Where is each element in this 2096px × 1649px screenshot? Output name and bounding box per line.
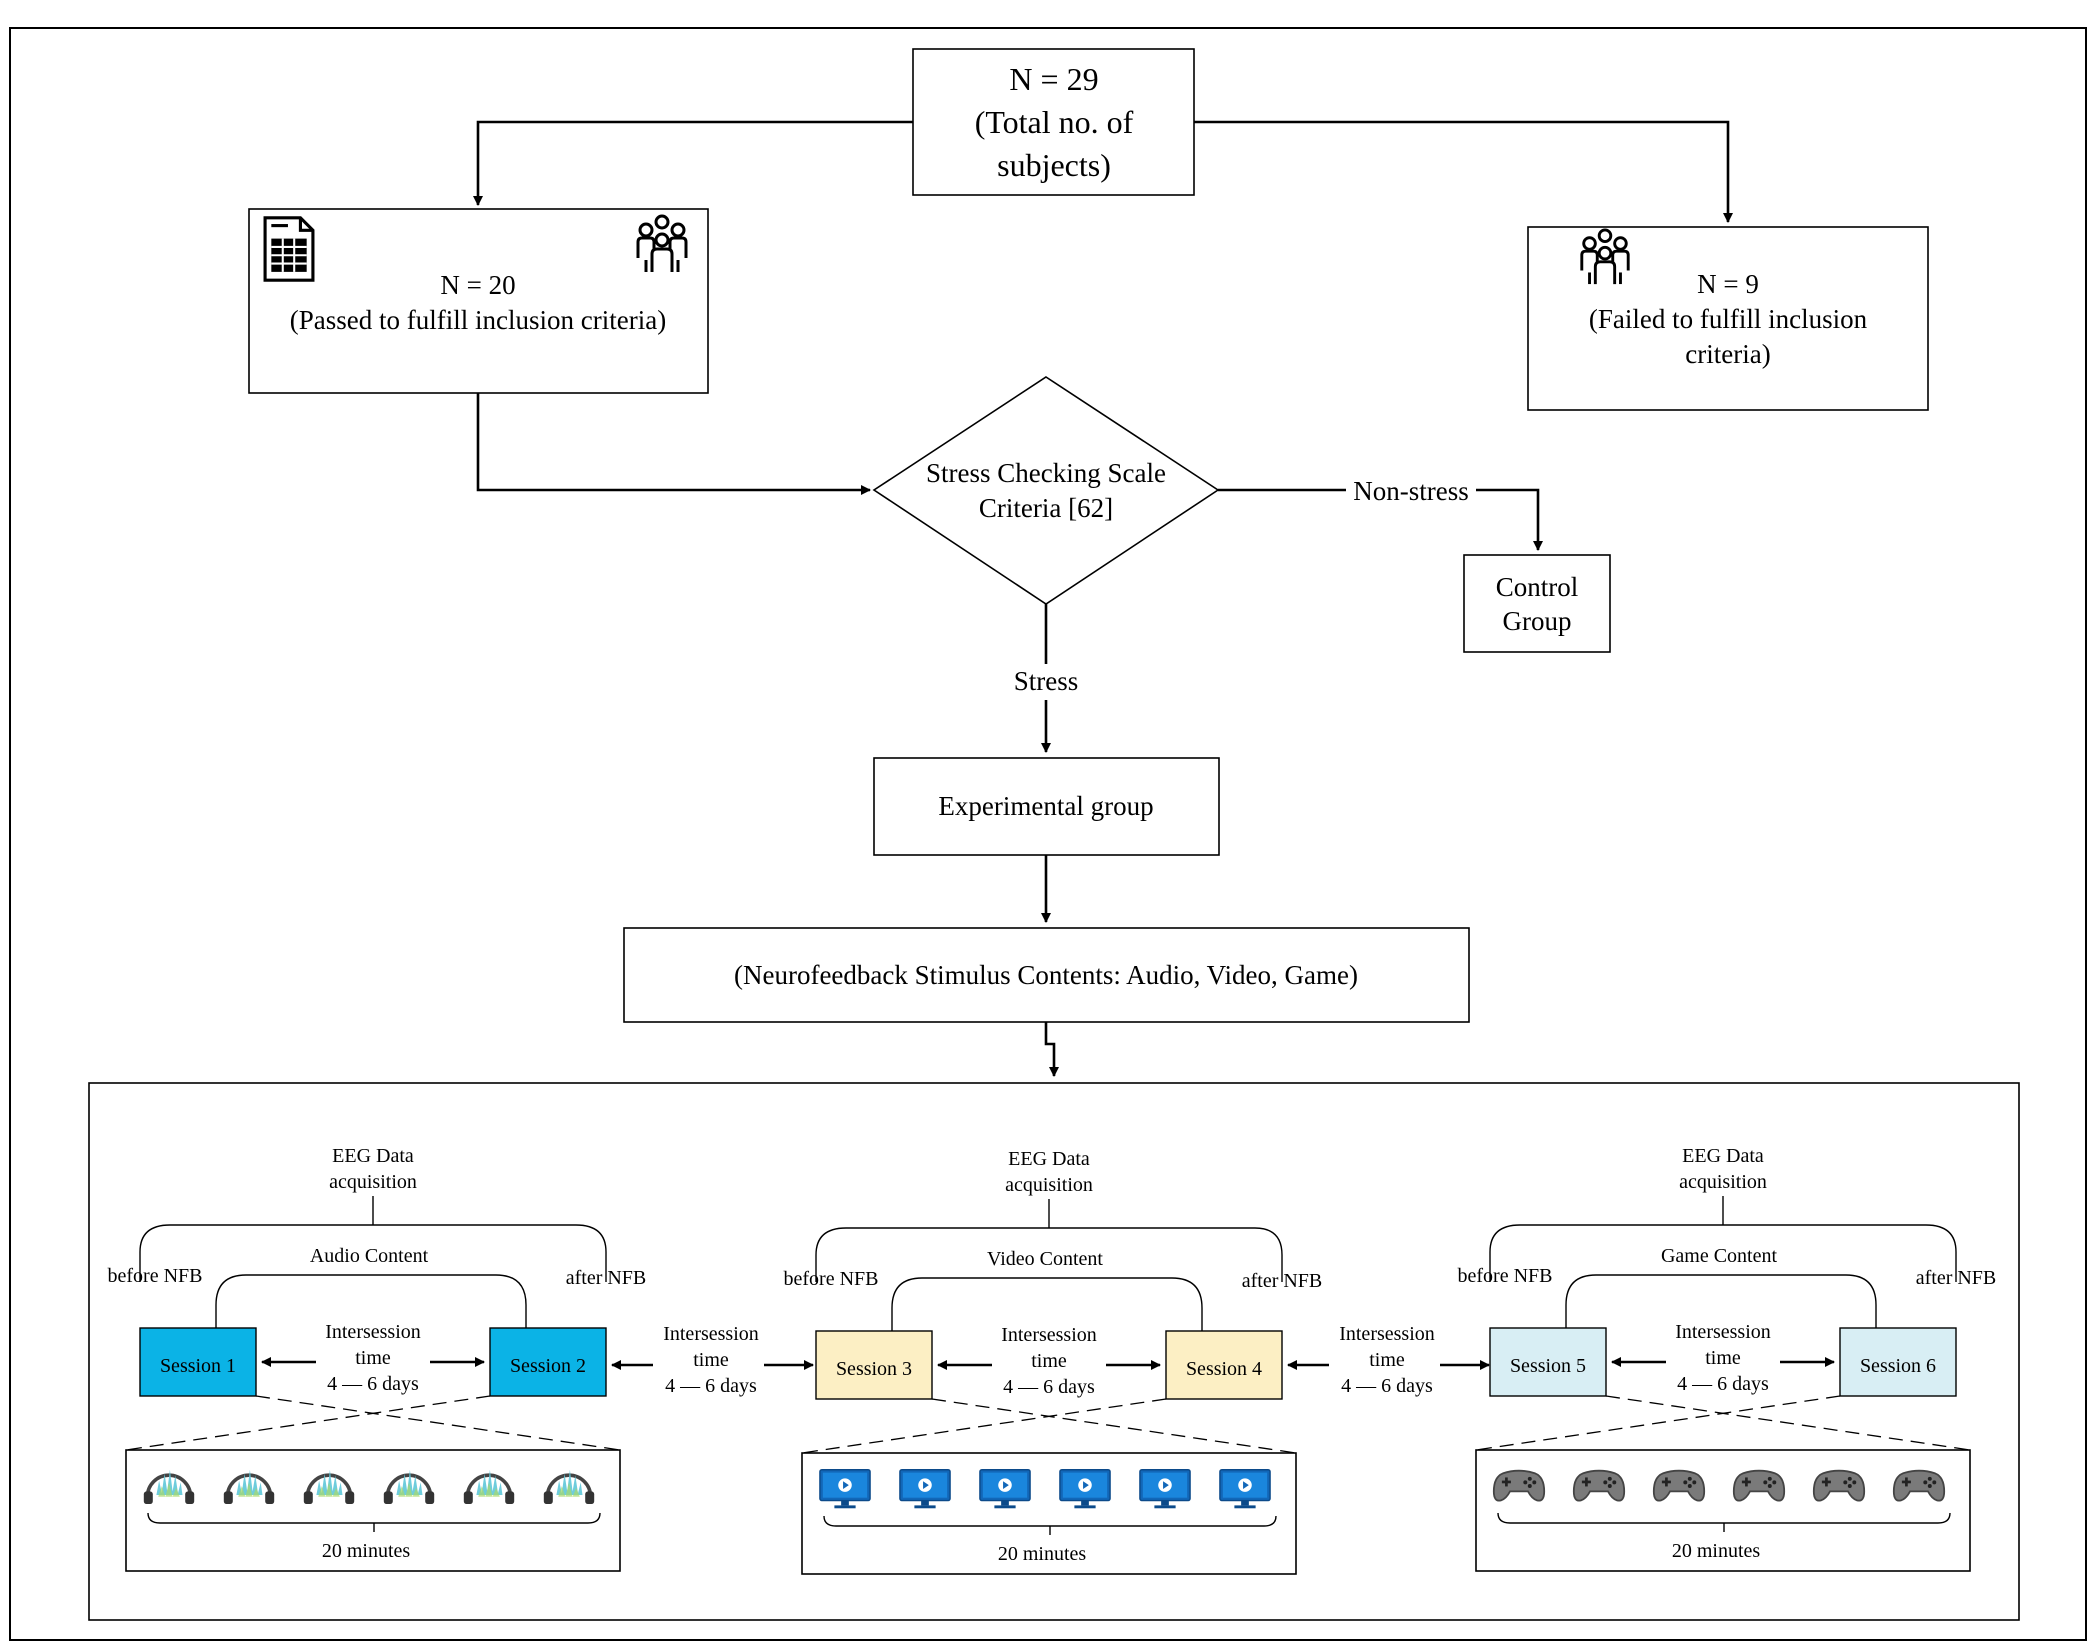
session-label-b: Session 2	[510, 1355, 586, 1377]
zoom-dash-left	[801, 1398, 1167, 1454]
stimulus-contents-box	[623, 927, 1470, 1023]
total-label-1: (Total no. of	[975, 104, 1134, 140]
session-box-a	[139, 1327, 257, 1397]
session-label-a: Session 5	[1510, 1355, 1586, 1377]
failed-n: N = 9	[1697, 269, 1759, 299]
duration-label: 20 minutes	[1672, 1540, 1761, 1562]
session-label-b: Session 6	[1860, 1355, 1936, 1377]
intersession-label-2: time	[693, 1349, 729, 1371]
content-bracket	[215, 1274, 527, 1328]
intersession-label-2: time	[1705, 1347, 1741, 1369]
stimulus-zoom-panel	[1475, 1449, 1971, 1572]
arrow-to-passed	[473, 120, 913, 206]
intersession-label-3: 4 — 6 days	[665, 1375, 757, 1397]
zoom-dash-right	[931, 1398, 1297, 1454]
zoom-dash-right	[1605, 1395, 1971, 1451]
eeg-label-2: acquisition	[1679, 1171, 1767, 1193]
zoom-dash-left	[1475, 1395, 1841, 1451]
control-label-1: Control	[1496, 572, 1579, 602]
decision-label-1: Stress Checking Scale	[926, 458, 1166, 488]
content-bracket	[891, 1277, 1203, 1331]
intersession-label-3: 4 — 6 days	[1003, 1376, 1095, 1398]
experimental-label: Experimental group	[938, 791, 1153, 821]
zoom-dash-right	[255, 1395, 621, 1451]
passed-label: (Passed to fulfill inclusion criteria)	[290, 305, 666, 335]
eeg-label-1: EEG Data	[1682, 1145, 1764, 1167]
passed-n: N = 20	[440, 270, 515, 300]
content-label: Video Content	[987, 1248, 1103, 1270]
intersession-label-1: Intersession	[1339, 1323, 1435, 1345]
intersession-label-1: Intersession	[663, 1323, 759, 1345]
eeg-bracket	[815, 1227, 1283, 1282]
arrow-to-sessions	[1044, 1022, 1059, 1077]
after-nfb-label: after NFB	[566, 1267, 647, 1289]
eeg-bracket	[1489, 1224, 1957, 1282]
session-box-b	[489, 1327, 607, 1397]
stimulus-zoom-panel	[801, 1452, 1297, 1575]
before-nfb-label: before NFB	[108, 1265, 203, 1287]
total-label-2: subjects)	[997, 147, 1111, 183]
eeg-label-2: acquisition	[329, 1171, 417, 1193]
intersession-label-3: 4 — 6 days	[1677, 1373, 1769, 1395]
before-nfb-label: before NFB	[784, 1268, 879, 1290]
failed-label-2: criteria)	[1685, 339, 1770, 369]
outer-frame	[9, 27, 2087, 1641]
duration-label: 20 minutes	[322, 1540, 411, 1562]
experimental-group-box	[873, 757, 1220, 856]
eeg-bracket	[139, 1224, 607, 1282]
intersession-label-2: time	[355, 1347, 391, 1369]
content-bracket	[1565, 1274, 1877, 1328]
people-icon	[1580, 228, 1630, 286]
total-subjects-box	[912, 48, 1195, 196]
arrow-to-failed	[1194, 120, 1733, 223]
spreadsheet-icon	[263, 216, 315, 282]
failed-label-1: (Failed to fulfill inclusion	[1589, 304, 1868, 334]
duration-label: 20 minutes	[998, 1543, 1087, 1565]
content-label: Audio Content	[310, 1245, 429, 1267]
intersession-label-3: 4 — 6 days	[1341, 1375, 1433, 1397]
eeg-label-2: acquisition	[1005, 1174, 1093, 1196]
total-n: N = 29	[1009, 61, 1098, 97]
intersession-label-1: Intersession	[1001, 1324, 1097, 1346]
intersession-label-1: Intersession	[1675, 1321, 1771, 1343]
intersession-label-3: 4 — 6 days	[327, 1373, 419, 1395]
people-icon	[636, 214, 688, 274]
session-box-a	[815, 1330, 933, 1400]
session-label-a: Session 1	[160, 1355, 236, 1377]
intersession-label-2: time	[1369, 1349, 1405, 1371]
session-box-a	[1489, 1327, 1607, 1397]
after-nfb-label: after NFB	[1916, 1267, 1997, 1289]
between-intersession-1: Intersession time 4 — 6 days	[611, 1323, 814, 1397]
arrow-to-control	[1476, 488, 1543, 551]
session-label-a: Session 3	[836, 1358, 912, 1380]
session-box-b	[1839, 1327, 1957, 1397]
stimulus-zoom-panel	[125, 1449, 621, 1572]
non-stress-label: Non-stress	[1353, 476, 1469, 506]
stress-label: Stress	[1014, 666, 1079, 696]
intersession-label-1: Intersession	[325, 1321, 421, 1343]
after-nfb-label: after NFB	[1242, 1270, 1323, 1292]
content-label: Game Content	[1661, 1245, 1778, 1267]
control-label-2: Group	[1503, 606, 1572, 636]
zoom-dash-left	[125, 1395, 491, 1451]
eeg-label-1: EEG Data	[332, 1145, 414, 1167]
decision-label-2: Criteria [62]	[979, 493, 1113, 523]
before-nfb-label: before NFB	[1458, 1265, 1553, 1287]
passed-box	[248, 208, 709, 394]
arrow-to-decision	[476, 393, 871, 495]
control-group-box	[1463, 554, 1611, 653]
stimulus-label: (Neurofeedback Stimulus Contents: Audio,…	[734, 960, 1358, 990]
intersession-label-2: time	[1031, 1350, 1067, 1372]
eeg-label-1: EEG Data	[1008, 1148, 1090, 1170]
stress-decision-diamond	[872, 376, 1220, 605]
session-label-b: Session 4	[1186, 1358, 1262, 1380]
session-box-b	[1165, 1330, 1283, 1400]
between-intersession-2: Intersession time 4 — 6 days	[1287, 1323, 1490, 1397]
